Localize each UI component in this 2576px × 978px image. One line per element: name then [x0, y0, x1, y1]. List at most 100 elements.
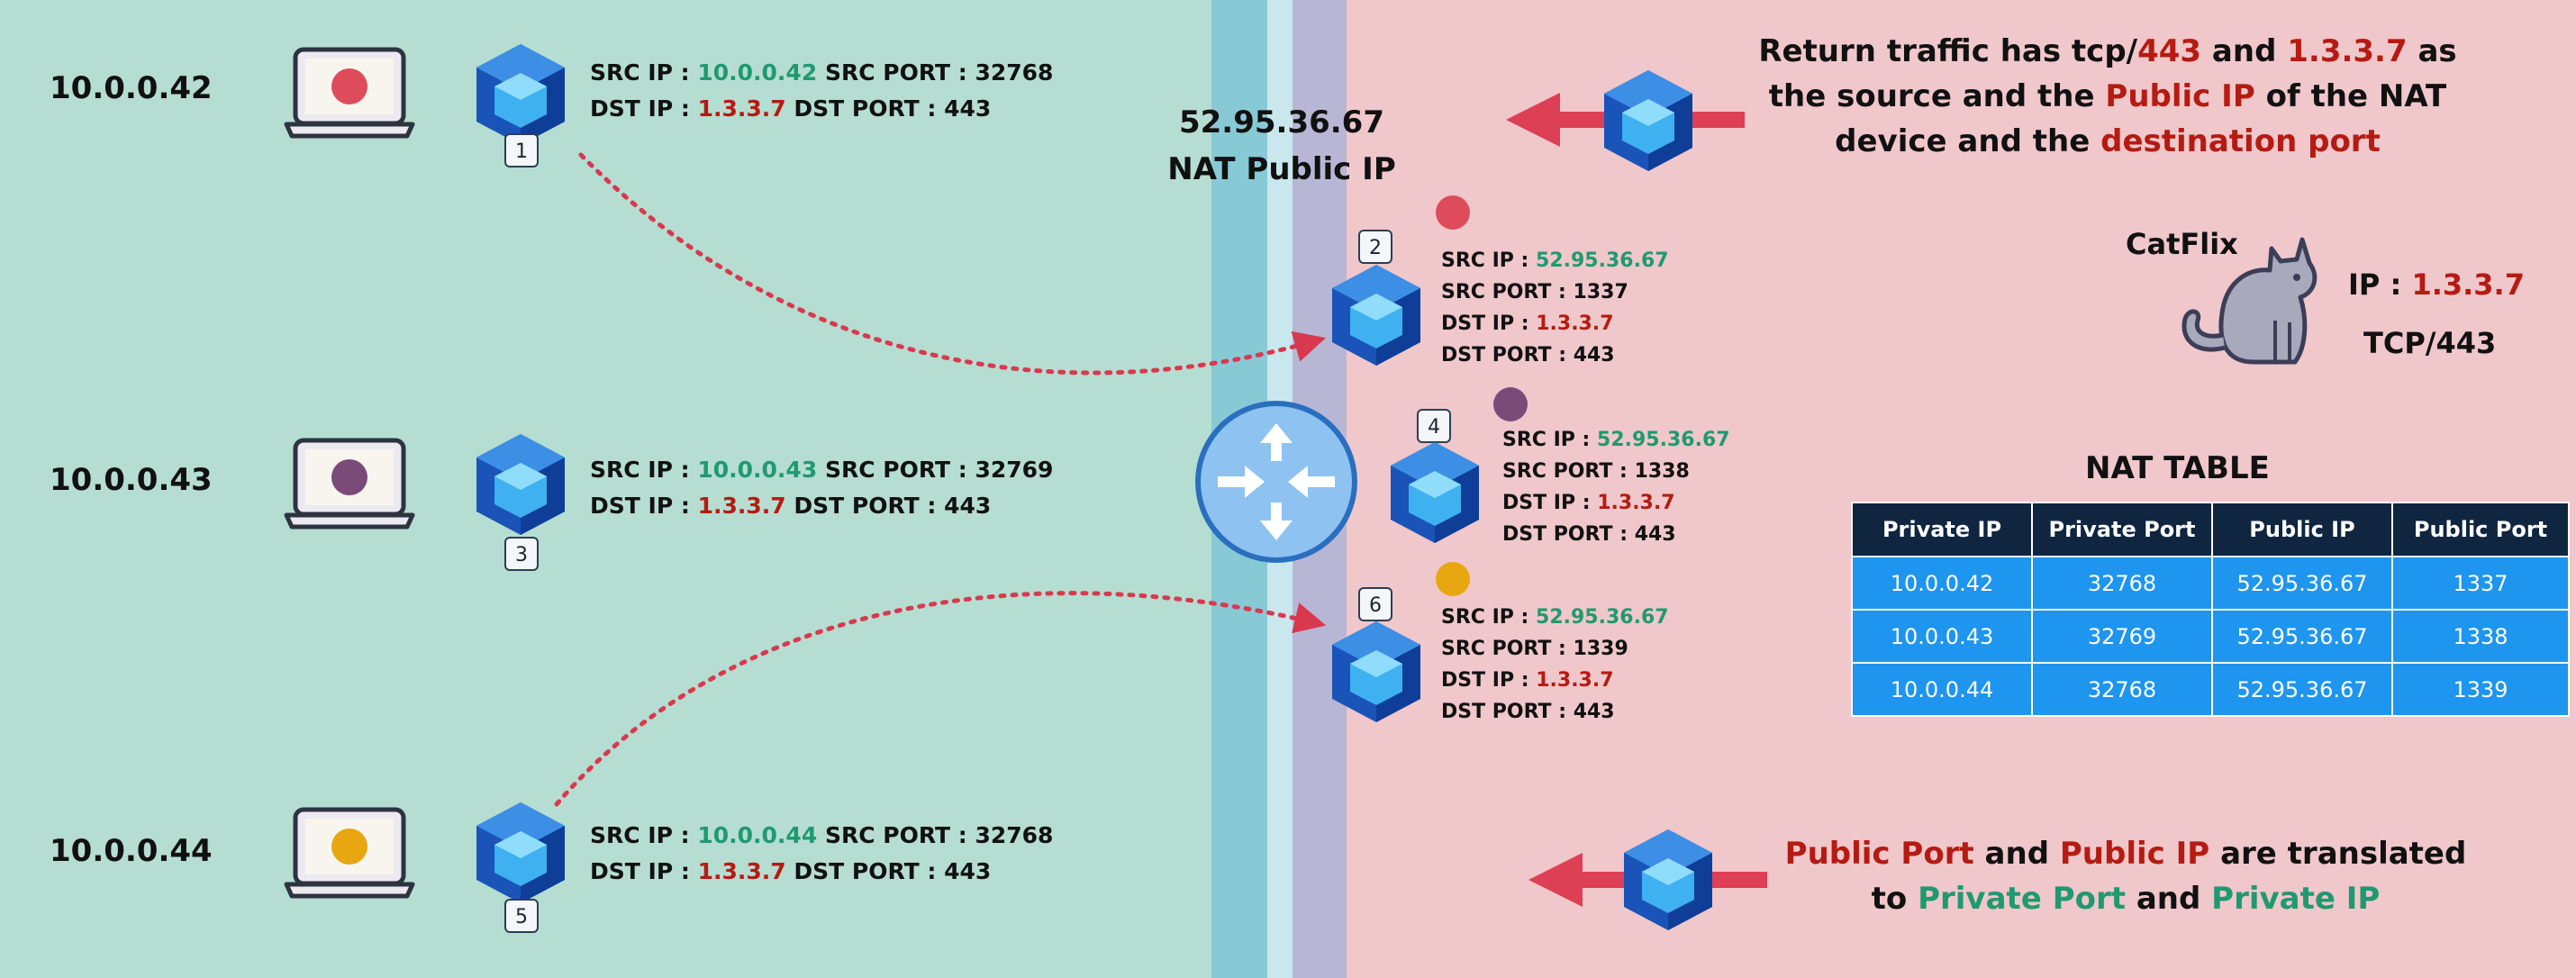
- dst-ip-value: 1.3.3.7: [1597, 492, 1675, 514]
- packet-cube-icon: [476, 44, 565, 145]
- src-port-label: SRC PORT :: [824, 59, 967, 86]
- note-text: and: [2126, 881, 2212, 917]
- flow-arrow-5-to-6: [554, 591, 1327, 807]
- server-ip-label: IP :: [2348, 267, 2412, 302]
- laptop-icon: [284, 807, 415, 899]
- dst-port-label: DST PORT :: [794, 493, 937, 519]
- src-ip-label: SRC IP :: [1502, 429, 1591, 451]
- packet-header-1: SRC IP : 10.0.0.42 SRC PORT : 32768 DST …: [590, 55, 1053, 127]
- dst-port-label: DST PORT :: [1441, 701, 1567, 723]
- src-port-label: SRC PORT :: [1441, 281, 1566, 303]
- nat-public-ip-value: 52.95.36.67: [1178, 104, 1384, 140]
- dst-port-label: DST PORT :: [1441, 344, 1567, 367]
- dst-port-value: 443: [1573, 344, 1615, 367]
- note-highlight: Public IP: [2059, 836, 2210, 872]
- dst-port-label: DST PORT :: [1502, 523, 1628, 546]
- host-color-dot: [331, 459, 367, 495]
- packet-header-6: SRC IP : 52.95.36.67 SRC PORT : 1339 DST…: [1441, 602, 1669, 728]
- dst-ip-label: DST IP :: [590, 493, 690, 519]
- dst-ip-value: 1.3.3.7: [1536, 669, 1614, 692]
- src-port-value: 32769: [975, 457, 1054, 483]
- packet-header-4: SRC IP : 52.95.36.67 SRC PORT : 1338 DST…: [1502, 424, 1730, 550]
- src-ip-label: SRC IP :: [1441, 606, 1529, 629]
- dst-ip-label: DST IP :: [590, 95, 690, 122]
- packet-number-badge: 2: [1358, 230, 1392, 264]
- dst-ip-value: 1.3.3.7: [697, 95, 786, 122]
- note-text: of the NAT: [2254, 78, 2447, 114]
- packet-number-badge: 3: [504, 537, 539, 571]
- laptop-icon: [284, 438, 415, 530]
- host-color-dot: [331, 829, 367, 865]
- nat-table: Private IP Private Port Public IP Public…: [1851, 502, 2570, 717]
- packet-cube-icon: [1391, 442, 1479, 543]
- host-color-dot: [331, 68, 367, 104]
- dst-ip-label: DST IP :: [1441, 669, 1529, 692]
- src-port-value: 32768: [975, 822, 1054, 848]
- packet-header-5: SRC IP : 10.0.0.44 SRC PORT : 32768 DST …: [590, 818, 1053, 890]
- note-text: to: [1871, 881, 1918, 917]
- note-highlight: destination port: [2100, 123, 2381, 159]
- return-traffic-note: Return traffic has tcp/443 and 1.3.3.7 a…: [1747, 29, 2468, 164]
- table-row: 10.0.0.43 32769 52.95.36.67 1338: [1851, 609, 2570, 664]
- packet-cube-icon: [1332, 265, 1420, 366]
- table-cell: 10.0.0.43: [1851, 609, 2033, 664]
- packet-number-badge: 5: [504, 899, 539, 933]
- cat-icon: [2181, 237, 2317, 365]
- flow-color-dot: [1436, 195, 1470, 230]
- note-highlight: Private Port: [1918, 881, 2126, 917]
- note-text: and: [1973, 836, 2060, 872]
- note-highlight: 443: [2137, 33, 2202, 69]
- dst-ip-label: DST IP :: [1502, 492, 1591, 514]
- table-row: 10.0.0.42 32768 52.95.36.67 1337: [1851, 556, 2570, 611]
- flow-color-dot: [1493, 387, 1528, 421]
- src-ip-value: 10.0.0.44: [697, 822, 818, 848]
- dst-ip-value: 1.3.3.7: [1536, 312, 1614, 335]
- router-icon: [1195, 401, 1357, 563]
- src-ip-value: 52.95.36.67: [1536, 606, 1669, 629]
- note-text: device and the: [1835, 123, 2101, 159]
- src-port-value: 1337: [1573, 281, 1628, 303]
- note-text: and: [2201, 33, 2288, 69]
- dst-ip-label: DST IP :: [1441, 312, 1529, 335]
- packet-cube-icon: [1624, 829, 1712, 930]
- src-ip-label: SRC IP :: [1441, 249, 1529, 272]
- table-cell: 1337: [2391, 556, 2570, 611]
- src-port-value: 1339: [1573, 638, 1628, 660]
- host-ip-label: 10.0.0.42: [50, 70, 213, 106]
- packet-number-badge: 6: [1358, 587, 1392, 621]
- laptop-icon: [284, 47, 415, 139]
- note-highlight: 1.3.3.7: [2287, 33, 2408, 69]
- server-ip-value: 1.3.3.7: [2411, 267, 2525, 302]
- src-port-value: 1338: [1634, 460, 1690, 483]
- note-text: as: [2407, 33, 2457, 69]
- src-ip-label: SRC IP :: [590, 59, 690, 86]
- table-cell: 32768: [2031, 556, 2213, 611]
- src-port-value: 32768: [975, 59, 1054, 86]
- src-ip-value: 10.0.0.42: [697, 59, 818, 86]
- nat-public-ip-caption: 52.95.36.67 NAT Public IP: [1133, 99, 1430, 193]
- packet-cube-icon: [476, 802, 565, 903]
- note-highlight: Private IP: [2211, 881, 2381, 917]
- dst-ip-label: DST IP :: [590, 858, 690, 884]
- dst-port-value: 443: [1634, 523, 1676, 546]
- table-cell: 52.95.36.67: [2211, 609, 2393, 664]
- nat-table-header-row: Private IP Private Port Public IP Public…: [1851, 502, 2570, 557]
- table-cell: 52.95.36.67: [2211, 662, 2393, 717]
- column-header: Private Port: [2031, 502, 2213, 557]
- packet-cube-icon: [1332, 621, 1420, 722]
- column-header: Public IP: [2211, 502, 2393, 557]
- table-cell: 52.95.36.67: [2211, 556, 2393, 611]
- table-cell: 1338: [2391, 609, 2570, 664]
- src-port-label: SRC PORT :: [824, 822, 967, 848]
- src-port-label: SRC PORT :: [1502, 460, 1628, 483]
- host-ip-label: 10.0.0.43: [50, 462, 213, 498]
- packet-number-badge: 1: [504, 133, 539, 168]
- server-ip: IP : 1.3.3.7: [2348, 267, 2525, 302]
- private-network-area: [0, 0, 1211, 978]
- note-text: Return traffic has tcp/: [1758, 33, 2138, 69]
- dst-port-value: 443: [944, 95, 992, 122]
- note-text: are translated: [2209, 836, 2467, 872]
- src-ip-value: 52.95.36.67: [1536, 249, 1669, 272]
- table-cell: 10.0.0.44: [1851, 662, 2033, 717]
- flow-color-dot: [1436, 562, 1470, 596]
